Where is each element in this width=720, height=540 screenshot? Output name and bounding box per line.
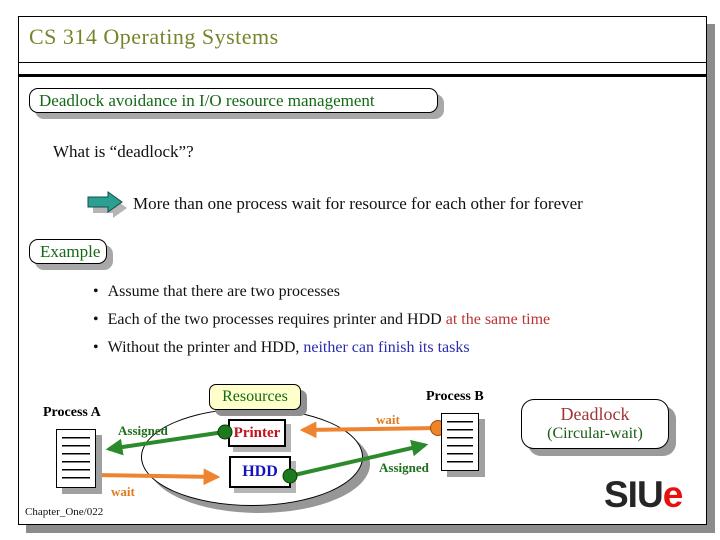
doc-lines	[62, 437, 90, 484]
process-a-doc-icon	[56, 429, 96, 488]
printer-label: Printer	[233, 424, 281, 441]
process-b-doc-icon	[441, 413, 479, 471]
bullet-list: Assume that there are two processes Each…	[93, 278, 551, 362]
wait-b-label: wait	[376, 412, 400, 427]
printer-box: Printer	[228, 419, 286, 447]
topic-box: Deadlock avoidance in I/O resource manag…	[29, 88, 438, 113]
doc-lines	[447, 421, 473, 467]
bullet-highlight-red: at the same time	[445, 311, 551, 328]
hdd-box: HDD	[229, 456, 291, 488]
deadlock-subtitle: (Circular-wait)	[547, 425, 643, 443]
resources-label: Resources	[222, 388, 288, 405]
bullet-item: Without the printer and HDD, neither can…	[93, 334, 550, 362]
wait-a-label: wait	[111, 484, 135, 499]
logo-e-text: e	[662, 474, 684, 515]
question-text: What is “deadlock”?	[53, 142, 194, 161]
process-b-label: Process B	[426, 389, 484, 404]
process-a-label: Process A	[43, 405, 101, 420]
siue-logo: SIUe	[604, 474, 684, 515]
statement-text: More than one process wait for resource …	[133, 194, 583, 213]
deadlock-title: Deadlock	[560, 404, 630, 425]
title-separator	[19, 74, 706, 77]
topic-label: Deadlock avoidance in I/O resource manag…	[39, 90, 375, 110]
pointer-arrow-icon	[87, 191, 127, 218]
bullet-text: Assume that there are two processes	[107, 283, 340, 300]
page-title: CS 314 Operating Systems	[29, 24, 279, 49]
bullet-text: Each of the two processes requires print…	[107, 311, 446, 328]
slide-frame: CS 314 Operating Systems Deadlock avoida…	[18, 16, 707, 525]
bullet-highlight-blue: neither can finish its tasks	[303, 339, 470, 356]
footer-slide-id: Chapter_One/022	[25, 506, 104, 518]
bullet-item: Each of the two processes requires print…	[93, 306, 551, 334]
hdd-label: HDD	[242, 463, 278, 480]
example-box: Example	[29, 239, 107, 264]
title-bar: CS 314 Operating Systems	[19, 17, 706, 63]
example-label: Example	[40, 241, 101, 261]
deadlock-box: Deadlock (Circular-wait)	[521, 399, 669, 449]
bullet-item: Assume that there are two processes	[93, 278, 550, 306]
bullet-text: Without the printer and HDD,	[107, 339, 304, 356]
logo-siu-text: SIU	[604, 474, 664, 515]
assigned-a-label: Assigned	[118, 423, 168, 438]
assigned-b-label: Assigned	[379, 460, 429, 475]
resources-box: Resources	[209, 384, 301, 410]
